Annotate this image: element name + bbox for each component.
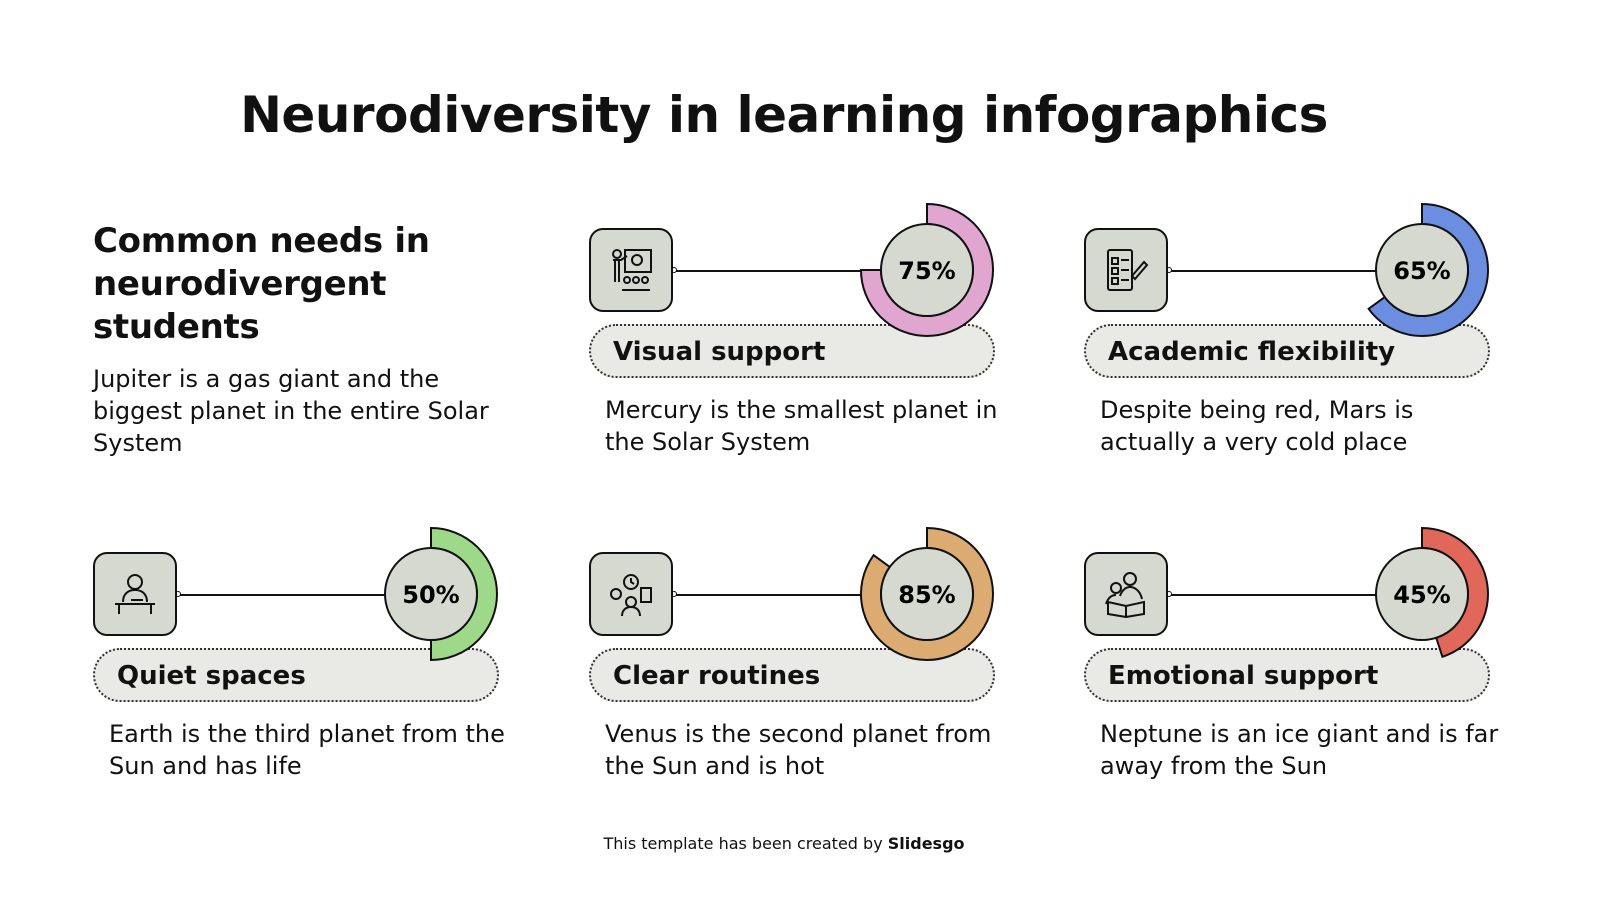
- card-label-pill: Emotional support: [1084, 648, 1490, 702]
- card-label-pill: Academic flexibility: [1084, 324, 1490, 378]
- need-card: Clear routines 85% Venus is the second p…: [589, 526, 1009, 812]
- intro-heading: Common needs in neurodivergent students: [93, 221, 430, 347]
- progress-center: [880, 223, 974, 317]
- progress-ring: 50%: [384, 526, 498, 662]
- need-card: Academic flexibility 65% Despite being r…: [1084, 202, 1504, 488]
- percent-label: 45%: [1393, 581, 1450, 609]
- card-description: Despite being red, Mars is actually a ve…: [1100, 396, 1414, 456]
- progress-center: [384, 547, 478, 641]
- connector-line: [1168, 270, 1378, 272]
- card-description: Venus is the second planet from the Sun …: [605, 720, 992, 780]
- card-label: Quiet spaces: [117, 661, 306, 691]
- footer-text: This template has been created by: [603, 834, 888, 853]
- card-description: Mercury is the smallest planet in the So…: [605, 396, 998, 456]
- connector-line: [177, 594, 387, 596]
- percent-label: 75%: [898, 257, 955, 285]
- student-desk-icon: [115, 574, 155, 614]
- progress-center: [1375, 547, 1469, 641]
- need-card: Emotional support 45% Neptune is an ice …: [1084, 526, 1504, 812]
- parent-child-reading-icon: [1105, 572, 1145, 618]
- tablet-edit-icon: [1107, 249, 1149, 291]
- connector-line: [1168, 594, 1378, 596]
- need-card: Quiet spaces 50% Earth is the third plan…: [93, 526, 513, 812]
- card-label: Emotional support: [1108, 661, 1379, 691]
- schedule-icon: [610, 574, 652, 617]
- card-icon-box: [93, 552, 177, 636]
- progress-center: [1375, 223, 1469, 317]
- percent-label: 85%: [898, 581, 955, 609]
- progress-ring: 85%: [860, 526, 994, 661]
- intro-block: Common needs in neurodivergent students …: [93, 220, 513, 459]
- card-icon-box: [589, 552, 673, 636]
- footer-brand[interactable]: Slidesgo: [887, 834, 965, 853]
- progress-center: [880, 547, 974, 641]
- progress-ring: 75%: [859, 202, 994, 337]
- percent-label: 65%: [1393, 257, 1450, 285]
- need-card: Visual support 75% Mercury is the smalle…: [589, 202, 1009, 488]
- card-icon-box: [1084, 552, 1168, 636]
- connector-line: [673, 270, 883, 272]
- page-title: Neurodiversity in learning infographics: [240, 86, 1328, 144]
- card-description: Earth is the third planet from the Sun a…: [109, 720, 505, 780]
- connector-line: [673, 594, 883, 596]
- footer-credit: This template has been created by Slides…: [0, 834, 1568, 853]
- progress-ring: 45%: [1375, 526, 1489, 659]
- card-label: Visual support: [613, 337, 826, 367]
- card-icon-box: [589, 228, 673, 312]
- presentation-icon: [612, 249, 652, 291]
- card-label: Academic flexibility: [1108, 337, 1396, 367]
- card-description: Neptune is an ice giant and is far away …: [1100, 720, 1499, 780]
- card-icon-box: [1084, 228, 1168, 312]
- intro-text: Jupiter is a gas giant and the biggest p…: [93, 365, 489, 457]
- progress-ring: 65%: [1367, 202, 1489, 337]
- percent-label: 50%: [402, 581, 459, 609]
- card-label: Clear routines: [613, 661, 821, 691]
